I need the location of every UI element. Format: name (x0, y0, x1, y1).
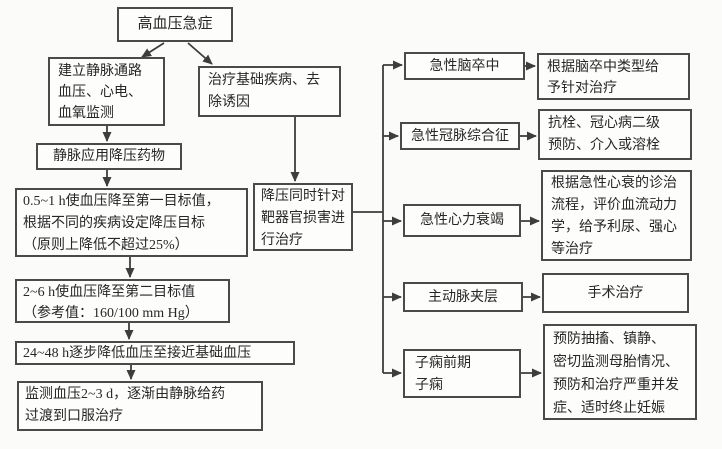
node-hypertensive-emergency: 高血压急症 (117, 7, 233, 42)
node-acute-coronary-syndrome: 急性冠脉综合征 (400, 122, 520, 150)
edge-root-to-iv_access (141, 42, 165, 58)
node-first-bp-target: 0.5~1 h使血压降至第一目标值， 根据不同的疾病设定降压目标 （原则上降低不… (15, 188, 248, 257)
node-preeclampsia-eclampsia: 子痫前期 子痫 (403, 349, 521, 398)
node-treat-underlying-disease: 治疗基础疾病、去 除诱因 (198, 66, 341, 117)
node-target-organ-treatment: 降压同时针对 靶器官损害进 行治疗 (253, 183, 353, 251)
node-iv-access-monitoring: 建立静脉通路 血压、心电、 血氧监测 (48, 57, 165, 126)
node-surgical-treatment: 手术治疗 (542, 273, 689, 313)
edge-root-to-treat_underlying (187, 42, 213, 65)
node-iv-antihypertensives: 静脉应用降压药物 (36, 143, 182, 170)
node-monitor-transition-oral: 监测血压2~3 d，逐渐由静脉给药 过渡到口服治疗 (17, 381, 263, 431)
node-stroke-treatment: 根据脑卒中类型给 予针对治疗 (537, 53, 690, 100)
node-aortic-dissection: 主动脉夹层 (403, 282, 523, 312)
node-acs-treatment: 抗栓、冠心病二级 预防、介入或溶栓 (538, 109, 692, 160)
node-eclampsia-treatment: 预防抽搐、镇静、 密切监测母胎情况、 预防和治疗严重并发 症、适时终止妊娠 (543, 324, 697, 420)
node-acute-heart-failure: 急性心力衰竭 (403, 204, 521, 237)
node-second-bp-target: 2~6 h使血压降至第二目标值 （参考值：160/100 mm Hg） (15, 279, 230, 323)
node-acute-stroke: 急性脑卒中 (404, 52, 525, 80)
node-24-48h-stepdown: 24~48 h逐步降低血压至接近基础血压 (15, 341, 295, 365)
node-heart-failure-treatment: 根据急性心衰的诊治 流程，评价血流动力 学，给予利尿、强心 等治疗 (541, 170, 692, 261)
